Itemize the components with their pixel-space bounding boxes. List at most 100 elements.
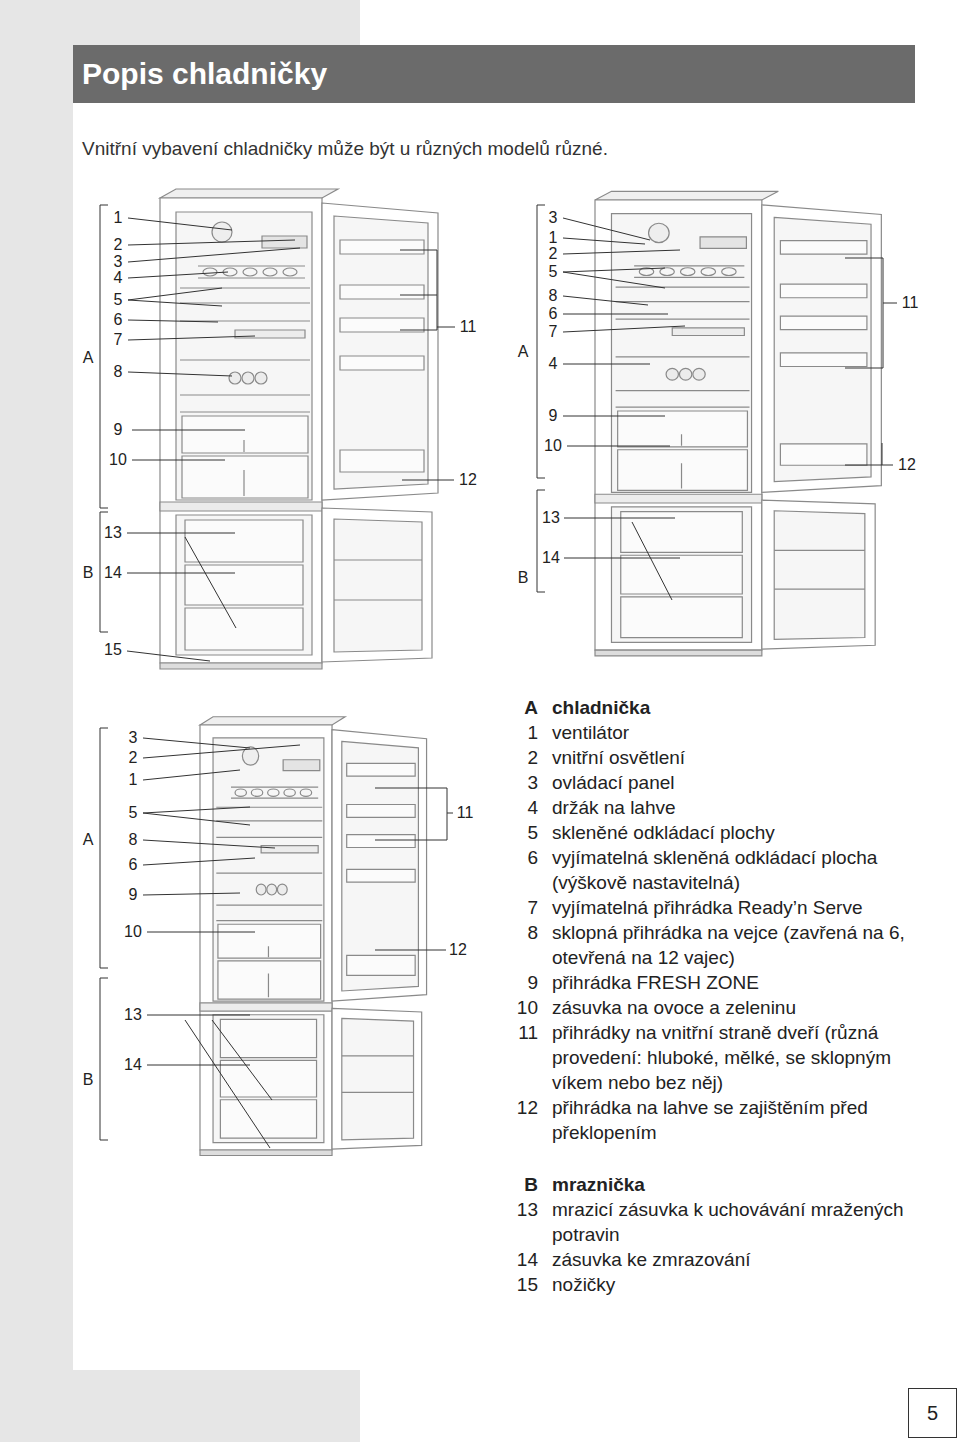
part-key: 2 — [500, 745, 538, 770]
callout-number: 4 — [548, 356, 559, 372]
callout-number: A — [82, 350, 95, 366]
part-key: 11 — [500, 1020, 538, 1045]
page-ground-part — [73, 103, 915, 1370]
part-name: sklopná přihrádka na vejce (zavřená na 6… — [552, 920, 915, 970]
page-ground-part — [73, 45, 915, 103]
part-name: vnitřní osvětlení — [552, 745, 915, 770]
parts-list-row: 6vyjímatelná skleněná odkládací plocha (… — [500, 845, 915, 895]
callout-number: 8 — [548, 288, 559, 304]
parts-list-row: 10zásuvka na ovoce a zeleninu — [500, 995, 915, 1020]
callout-number: 12 — [458, 472, 478, 488]
callout-number: 3 — [128, 730, 139, 746]
callout-number: 13 — [123, 1007, 143, 1023]
part-name: mraznička — [552, 1172, 915, 1197]
parts-list-row: 5skleněné odkládací plochy — [500, 820, 915, 845]
part-key: 9 — [500, 970, 538, 995]
callout-number: 9 — [128, 887, 139, 903]
part-key: 10 — [500, 995, 538, 1020]
callout-number: 7 — [548, 324, 559, 340]
callout-number: 14 — [541, 550, 561, 566]
fridge-figure-1 — [160, 189, 438, 669]
part-key: 12 — [500, 1095, 538, 1120]
callout-number: 4 — [113, 270, 124, 286]
callout-number: 2 — [113, 237, 124, 253]
part-key: 4 — [500, 795, 538, 820]
parts-list-row: 2 vnitřní osvětlení — [500, 745, 915, 770]
part-name: skleněné odkládací plochy — [552, 820, 915, 845]
callout-number: 9 — [113, 422, 124, 438]
page-number: 5 — [927, 1401, 938, 1425]
parts-list-row: Achladnička — [500, 695, 915, 720]
part-key: 8 — [500, 920, 538, 945]
callout-number: 5 — [113, 292, 124, 308]
leader-lines-part — [127, 218, 300, 661]
leader-lines-part — [143, 738, 300, 1148]
callout-number: 8 — [128, 832, 139, 848]
part-name: nožičky — [552, 1272, 915, 1297]
part-name: vyjímatelná skleněná odkládací plocha (v… — [552, 845, 915, 895]
part-name: ventilátor — [552, 720, 915, 745]
callout-number: 5 — [128, 805, 139, 821]
callout-number: 10 — [108, 452, 128, 468]
callout-number: 12 — [448, 942, 468, 958]
callout-number: 9 — [548, 408, 559, 424]
page-ground — [0, 0, 915, 1442]
callout-number: 6 — [113, 312, 124, 328]
part-name: přihrádka FRESH ZONE — [552, 970, 915, 995]
page-title: Popis chladničky — [82, 56, 327, 92]
part-key: B — [500, 1172, 538, 1197]
callout-number: 11 — [901, 295, 920, 311]
part-name: držák na lahve — [552, 795, 915, 820]
callout-number: 2 — [548, 246, 559, 262]
parts-list-row: 14 zásuvka ke zmrazování — [500, 1247, 915, 1272]
part-name: ovládací panel — [552, 770, 915, 795]
part-name: vyjímatelná přihrádka Ready’n Serve — [552, 895, 915, 920]
part-name: přihrádka na lahve se zajištěním před př… — [552, 1095, 915, 1145]
callout-number: 11 — [459, 319, 478, 335]
part-name: chladnička — [552, 695, 915, 720]
part-key: A — [500, 695, 538, 720]
part-key: 1 — [500, 720, 538, 745]
callout-number: 1 — [128, 772, 139, 788]
leader-lines-part — [563, 218, 685, 600]
callout-number: 3 — [113, 254, 124, 270]
part-key: 3 — [500, 770, 538, 795]
callout-number: 7 — [113, 332, 124, 348]
callout-number: 3 — [548, 210, 559, 226]
part-name: přihrádky na vnitřní straně dveří (různá… — [552, 1020, 915, 1095]
parts-list-row: 8 sklopná přihrádka na vejce (zavřená na … — [500, 920, 915, 970]
callout-number: 6 — [128, 857, 139, 873]
parts-list-row: 13 mrazicí zásuvka k uchovávání mražených… — [500, 1197, 915, 1247]
callout-number: 8 — [113, 364, 124, 380]
callout-number: 14 — [123, 1057, 143, 1073]
callout-number: A — [82, 832, 95, 848]
callout-number: 14 — [103, 565, 123, 581]
parts-list-row: 3 ovládací panel — [500, 770, 915, 795]
callout-number: 12 — [897, 457, 917, 473]
parts-list-row: 7vyjímatelná přihrádka Ready’n Serve — [500, 895, 915, 920]
part-key: 13 — [500, 1197, 538, 1222]
part-key: 14 — [500, 1247, 538, 1272]
callout-number: B — [82, 565, 95, 581]
callout-number: 15 — [103, 642, 123, 658]
fridge-figure-3 — [200, 717, 427, 1156]
part-name: zásuvka ke zmrazování — [552, 1247, 915, 1272]
part-name: mrazicí zásuvka k uchovávání mražených p… — [552, 1197, 915, 1247]
callout-number: B — [517, 570, 530, 586]
callout-number: A — [517, 344, 530, 360]
callout-number: 2 — [128, 750, 139, 766]
parts-list-row: 12 přihrádka na lahve se zajištěním před … — [500, 1095, 915, 1145]
page-number-box: 5 — [908, 1388, 957, 1438]
parts-list-row: 11 přihrádky na vnitřní straně dveří (růz… — [500, 1020, 915, 1095]
leader-lines-part — [845, 258, 897, 465]
fridge-figure-2 — [595, 191, 881, 656]
intro-note: Vnitřní vybavení chladničky může být u r… — [82, 137, 608, 161]
callout-number: 5 — [548, 264, 559, 280]
leader-lines-part — [100, 728, 108, 1140]
callout-number: 1 — [113, 210, 124, 226]
callout-number: 10 — [543, 438, 563, 454]
callout-number: 13 — [103, 525, 123, 541]
parts-list-row: 4 držák na lahve — [500, 795, 915, 820]
parts-list-row: 9 přihrádka FRESH ZONE — [500, 970, 915, 995]
